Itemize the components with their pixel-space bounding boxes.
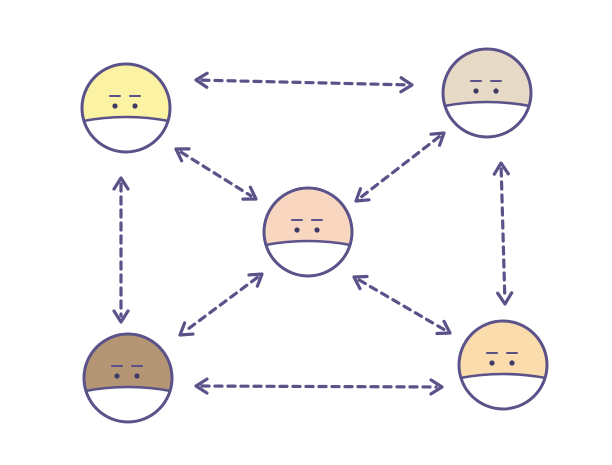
edge-top-left-to-center bbox=[174, 147, 258, 201]
right-eye bbox=[493, 88, 499, 94]
right-eye bbox=[132, 103, 138, 109]
node-top-right bbox=[441, 47, 533, 139]
dashed-connector bbox=[499, 167, 507, 300]
nodes-layer bbox=[80, 47, 549, 424]
arrowhead-end-icon bbox=[354, 187, 371, 203]
arrowhead-start-icon bbox=[112, 176, 130, 191]
edge-center-to-bottom-left bbox=[178, 272, 264, 337]
arrowhead-start-icon bbox=[194, 377, 209, 395]
dashed-connector bbox=[200, 384, 438, 389]
arrowhead-end-icon bbox=[241, 185, 258, 201]
left-eye bbox=[112, 103, 118, 109]
arrowhead-start-icon bbox=[194, 71, 209, 89]
arrowhead-end-icon bbox=[435, 319, 452, 336]
dashed-connector bbox=[179, 150, 253, 198]
arrowhead-start-icon bbox=[352, 274, 369, 291]
right-eye bbox=[509, 360, 515, 366]
dashed-connector bbox=[359, 135, 441, 199]
edge-top-right-to-bottom-right bbox=[492, 161, 514, 306]
arrowhead-start-icon bbox=[247, 272, 264, 288]
arrowhead-end-icon bbox=[112, 309, 130, 324]
edge-center-to-bottom-right bbox=[352, 274, 452, 336]
edge-bottom-left-to-bottom-right bbox=[194, 377, 444, 396]
left-eye bbox=[473, 88, 479, 94]
arrowhead-end-icon bbox=[399, 76, 414, 94]
left-eye bbox=[114, 373, 120, 379]
left-eye bbox=[489, 360, 495, 366]
arrowhead-end-icon bbox=[178, 321, 195, 337]
right-eye bbox=[134, 373, 140, 379]
face-outline bbox=[441, 47, 533, 139]
dashed-connector bbox=[183, 275, 259, 334]
dashed-connector bbox=[200, 78, 408, 87]
face-outline bbox=[262, 186, 354, 278]
arrowhead-start-icon bbox=[492, 161, 510, 176]
face-outline bbox=[457, 319, 549, 411]
arrowhead-end-icon bbox=[496, 291, 514, 306]
edge-top-left-to-top-right bbox=[194, 71, 414, 94]
left-eye bbox=[294, 227, 300, 233]
arrowhead-end-icon bbox=[429, 378, 444, 396]
arrowhead-start-icon bbox=[174, 147, 191, 163]
right-eye bbox=[314, 227, 320, 233]
arrowhead-start-icon bbox=[429, 131, 446, 147]
node-top-left bbox=[80, 62, 172, 154]
node-bottom-right bbox=[457, 319, 549, 411]
face-outline bbox=[82, 332, 174, 424]
node-bottom-left bbox=[82, 332, 174, 424]
edge-top-right-to-center bbox=[354, 131, 446, 203]
dashed-connector bbox=[357, 278, 447, 332]
edges-layer bbox=[112, 71, 514, 396]
face-outline bbox=[80, 62, 172, 154]
node-center bbox=[262, 186, 354, 278]
edge-top-left-to-bottom-left bbox=[112, 176, 130, 324]
